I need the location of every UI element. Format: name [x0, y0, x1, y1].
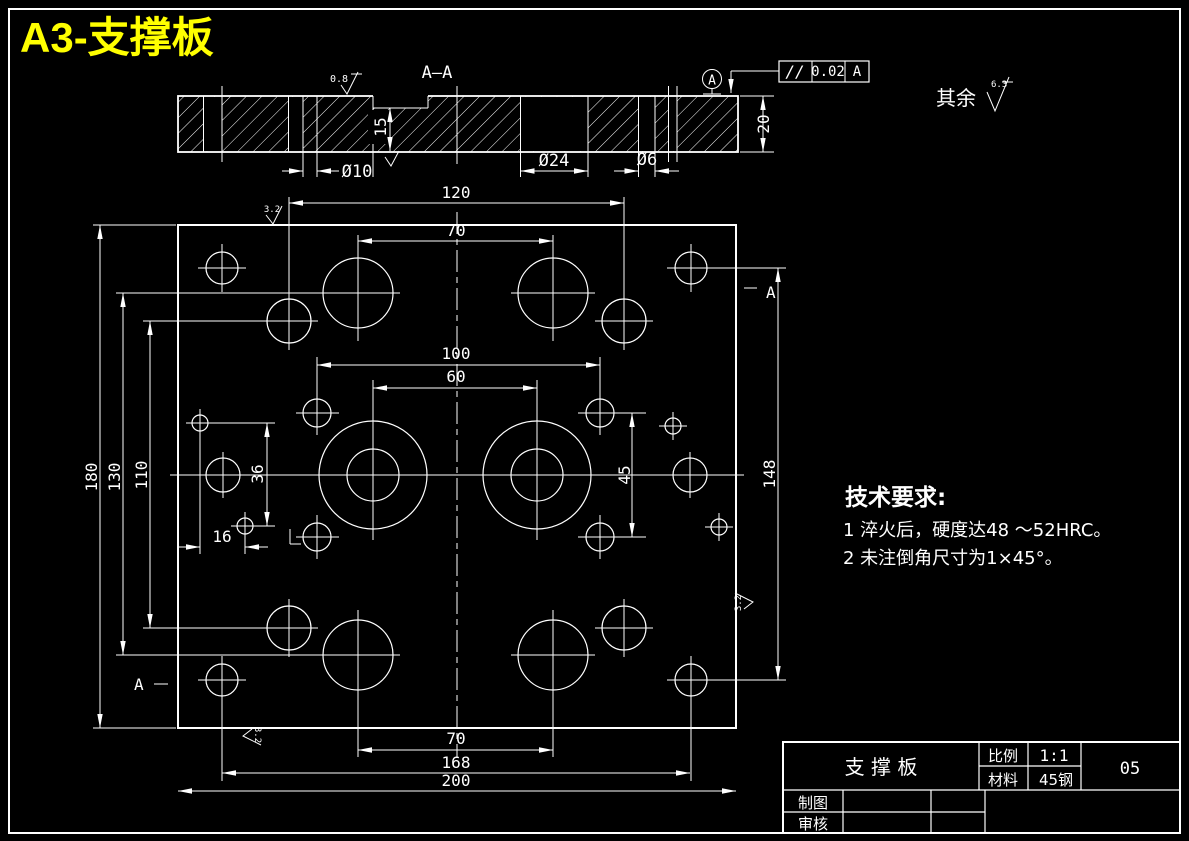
material-label: 材料: [988, 771, 1018, 789]
general-roughness-note: 其余 6.3: [936, 76, 1013, 113]
section-mark-top-right: A: [744, 283, 776, 302]
section-mark-label: A: [766, 283, 776, 302]
scale-value: 1:1: [1040, 746, 1069, 765]
roughness-32-value: 3.2: [734, 595, 744, 611]
dim-36: 36: [248, 423, 270, 526]
dim-36-label: 36: [248, 464, 267, 483]
dim-120: 120: [289, 183, 624, 206]
roughness-check-icon: [734, 592, 754, 610]
roughness-08-mark: 0.8: [330, 71, 362, 95]
dim-168: 168: [222, 753, 690, 776]
dim-hole24: Ø24: [520, 151, 588, 174]
section-hole-gaps: [203, 97, 677, 151]
dim-130: 130: [105, 293, 126, 655]
dim-16-label: 16: [212, 527, 231, 546]
tech-requirements-item: 2 未注倒角尺寸为1×45°。: [843, 548, 1063, 569]
dim-hole10: Ø10: [282, 162, 372, 182]
section-label: A—A: [422, 63, 453, 83]
plan-view: 120 70 100 60 16 70 168 200: [82, 183, 786, 794]
tolerance-frame: // 0.02 A: [728, 60, 870, 93]
tech-requirements-item: 1 淬火后，硬度达48 ～52HRC。: [843, 520, 1111, 541]
roughness-check-icon: [242, 728, 262, 746]
dim-168-label: 168: [442, 753, 471, 772]
section-edge-lines: [203, 86, 678, 177]
section-mark-label: A: [134, 675, 144, 694]
dim-16: 16: [177, 527, 268, 550]
dim-180-label: 180: [82, 463, 101, 492]
roughness-32-value: 3.2: [252, 727, 262, 743]
dim-hole6: Ø6: [614, 150, 679, 174]
general-roughness-value: 6.3: [991, 80, 1007, 90]
roughness-32-top: 3.2: [264, 205, 283, 225]
drawing-border: [8, 8, 1181, 834]
dim-45: 45: [615, 413, 635, 537]
title-block: 支 撑 板 比例 1:1 材料 45钢 05 制图 审核: [782, 741, 1181, 834]
roughness-check-icon: [340, 71, 359, 95]
drawing-number: 05: [1120, 759, 1140, 779]
dim-hole6-label: Ø6: [637, 150, 657, 170]
datum-label: A: [708, 74, 716, 89]
dim-hole10-label: Ø10: [342, 162, 373, 182]
section-mark-bottom-left: A: [134, 675, 168, 694]
tolerance-value: 0.02: [811, 64, 845, 80]
roughness-32-right: 3.2: [734, 592, 754, 611]
dim-180: 180: [82, 225, 103, 728]
scale-label: 比例: [988, 747, 1018, 765]
dim-110: 110: [132, 321, 153, 628]
part-name: 支 撑 板: [845, 755, 918, 779]
dim-thickness20-label: 20: [754, 114, 773, 133]
dim-200: 200: [178, 771, 736, 794]
dim-70-top: 70: [358, 221, 553, 244]
dim-60: 60: [373, 367, 537, 391]
roughness-08-value: 0.8: [330, 74, 348, 85]
roughness-check-icon: [384, 150, 400, 167]
datum-symbol: A: [702, 69, 722, 95]
dim-148: 148: [760, 268, 781, 680]
dim-70-top-label: 70: [446, 221, 465, 240]
dim-130-label: 130: [105, 463, 124, 492]
roughness-32-bottom: 3.2: [242, 727, 262, 746]
dim-depth15: 15: [368, 108, 400, 167]
dim-100: 100: [317, 344, 600, 368]
tech-requirements: 技术要求: 1 淬火后，硬度达48 ～52HRC。 2 未注倒角尺寸为1×45°…: [843, 485, 1111, 569]
dim-hole24-label: Ø24: [539, 151, 570, 171]
dim-60-label: 60: [446, 367, 465, 386]
dim-thickness20: 20: [740, 95, 774, 153]
dim-200-label: 200: [442, 771, 471, 790]
roughness-check-icon: [986, 76, 1010, 113]
title-block-frame: [782, 741, 1181, 834]
roughness-check-icon: [265, 205, 283, 225]
dim-148-label: 148: [760, 460, 779, 489]
drawn-by-label: 制图: [798, 794, 828, 812]
holes: [191, 251, 728, 697]
centerlines-extensions: [93, 197, 786, 781]
dim-70-bottom: 70: [358, 729, 553, 753]
tech-requirements-heading: 技术要求:: [845, 485, 946, 511]
checked-by-label: 审核: [798, 815, 828, 833]
page-title: A3-支撑板: [20, 14, 214, 61]
section-view: Ø10 Ø24 Ø6 15 20 A—A 0.: [177, 60, 870, 182]
dim-100-label: 100: [442, 344, 471, 363]
dim-70-bottom-label: 70: [446, 729, 465, 748]
tolerance-datum: A: [853, 64, 862, 80]
roughness-32-value: 3.2: [264, 205, 280, 215]
general-roughness-prefix: 其余: [936, 86, 976, 110]
dim-120-label: 120: [442, 183, 471, 202]
dim-110-label: 110: [132, 461, 151, 490]
counterbore-notch: [372, 93, 429, 109]
dim-45-label: 45: [615, 465, 634, 484]
dim-depth15-label: 15: [371, 117, 390, 136]
material-value: 45钢: [1039, 771, 1073, 789]
parallelism-icon: //: [785, 62, 804, 81]
